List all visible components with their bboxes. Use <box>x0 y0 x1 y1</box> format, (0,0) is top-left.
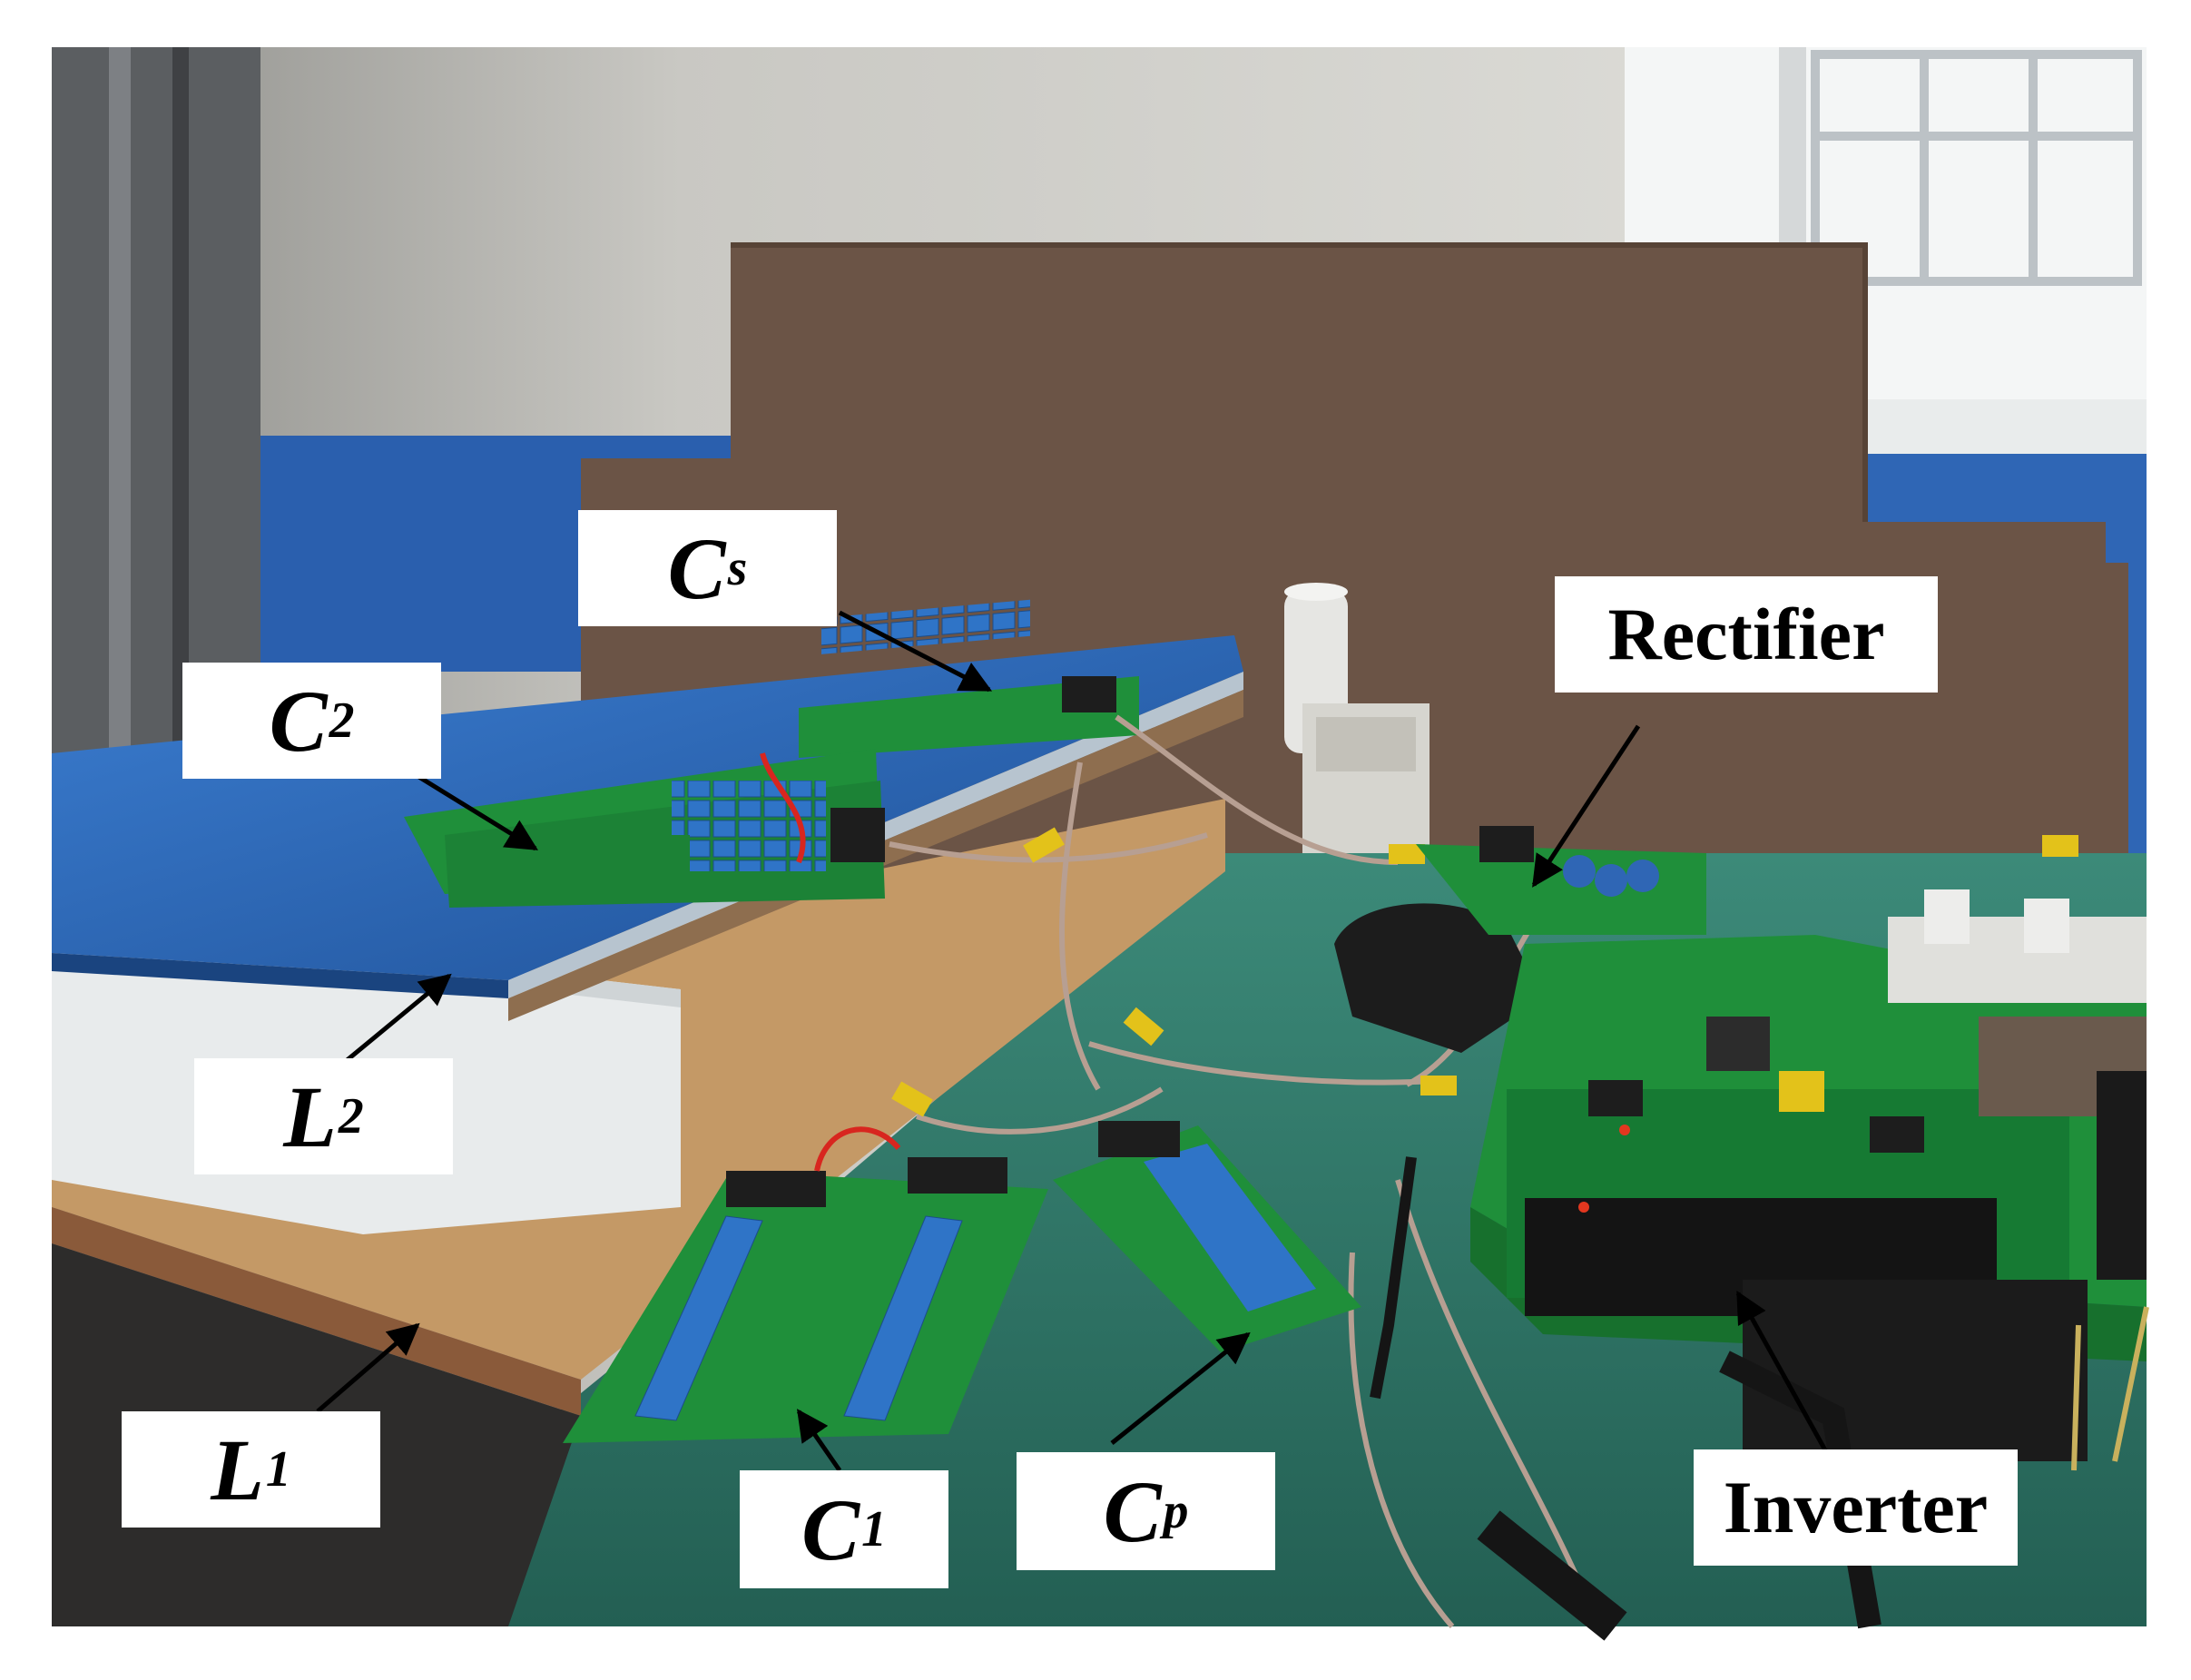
annotation-arrows <box>316 610 1832 1472</box>
rectifier-hardware <box>1334 826 1706 1053</box>
pcb-c2 <box>404 749 885 908</box>
label-rectifier: Rectifier <box>1555 576 1938 693</box>
arrow-inverter <box>1735 1290 1832 1459</box>
label-cs-main: C <box>667 519 726 617</box>
arrow-l2 <box>343 973 452 1064</box>
arrow-c2 <box>416 773 538 851</box>
arrow-c1 <box>796 1409 842 1472</box>
label-l2-main: L <box>283 1067 337 1165</box>
pcb-c1 <box>563 1126 1048 1443</box>
label-inverter-text: Inverter <box>1723 1466 1989 1548</box>
pcb-cp <box>1053 1121 1361 1352</box>
arrow-cs <box>838 610 993 693</box>
arrow-rectifier <box>1531 724 1641 888</box>
pcb-cs <box>799 599 1139 758</box>
label-rectifier-text: Rectifier <box>1607 593 1885 675</box>
label-cp-main: C <box>1103 1462 1162 1560</box>
photo-scene <box>52 47 2149 1641</box>
label-c2-main: C <box>269 672 328 770</box>
label-c1-main: C <box>801 1480 860 1578</box>
arrow-l1 <box>316 1322 420 1413</box>
inverter-hardware <box>1470 935 2149 1471</box>
label-inverter: Inverter <box>1694 1449 2018 1566</box>
arrow-cp <box>1110 1331 1251 1445</box>
label-l1-main: L <box>211 1420 264 1518</box>
